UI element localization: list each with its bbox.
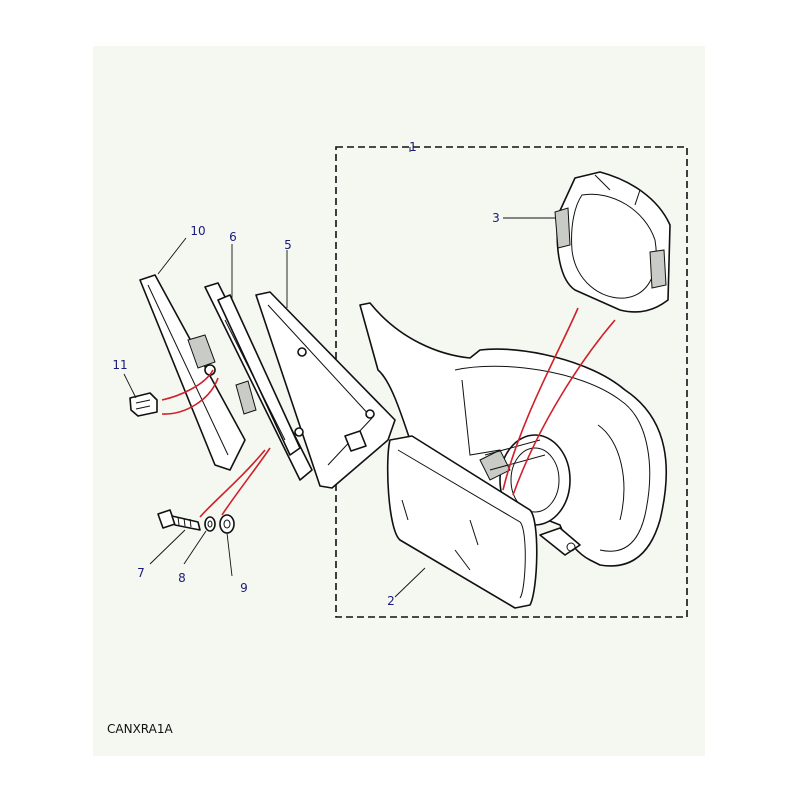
callout-9: 9 bbox=[240, 581, 248, 595]
part-11-clip[interactable] bbox=[129, 392, 158, 417]
callout-3: 3 bbox=[492, 211, 500, 225]
part-10-rear-cover[interactable] bbox=[139, 274, 246, 471]
installation-lines bbox=[161, 307, 616, 518]
part-6-seal[interactable] bbox=[204, 282, 313, 481]
callout-8: 8 bbox=[178, 571, 186, 585]
callout-10: 10 bbox=[190, 224, 205, 238]
part-9-nut[interactable] bbox=[219, 514, 235, 534]
part-5-gasket[interactable] bbox=[255, 291, 396, 489]
part-8-washer[interactable] bbox=[204, 516, 216, 532]
callout-1: 1 bbox=[409, 140, 417, 154]
callout-11: 11 bbox=[112, 358, 127, 372]
callout-2: 2 bbox=[387, 594, 395, 608]
callout-6: 6 bbox=[229, 230, 237, 244]
callout-7: 7 bbox=[137, 566, 145, 580]
assembly-boundary bbox=[335, 146, 688, 618]
drawing-code: CANXRA1A bbox=[107, 722, 173, 736]
part-3-retainer-plate[interactable] bbox=[554, 171, 671, 313]
part-2-mirror-glass[interactable] bbox=[386, 435, 538, 609]
part-7-screw[interactable] bbox=[157, 509, 201, 531]
leader-lines bbox=[123, 147, 556, 598]
callout-5: 5 bbox=[284, 238, 292, 252]
